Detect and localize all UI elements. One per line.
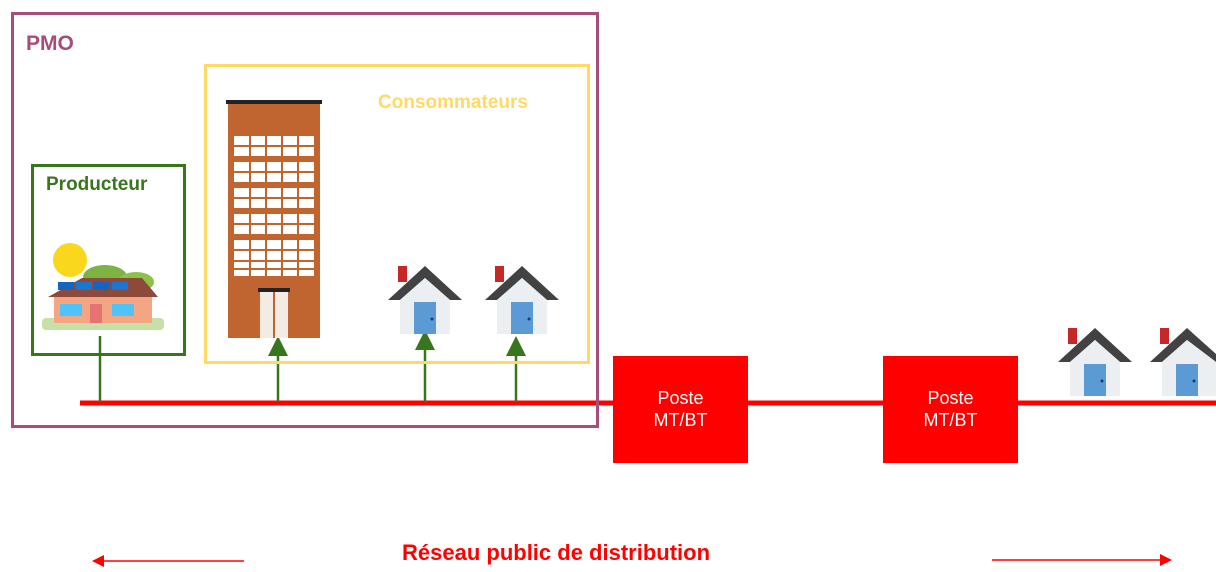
house-icon [1150,328,1216,396]
producteur-boundary [31,164,186,356]
house-icon [388,266,462,334]
poste-label-line2: MT/BT [653,409,708,430]
poste-mt-bt-2: Poste MT/BT [883,356,1018,463]
producteur-label: Producteur [46,174,148,195]
poste-label-line1: Poste [927,387,974,408]
office-building-icon [226,100,322,338]
poste-label-line2: MT/BT [923,409,978,430]
pmo-boundary [11,12,599,428]
pmo-label: PMO [26,32,74,55]
poste-label-line1: Poste [657,387,704,408]
consommateurs-boundary [204,64,590,364]
poste-mt-bt-1: Poste MT/BT [613,356,748,463]
reseau-label: Réseau public de distribution [402,540,711,565]
house-icon [485,266,559,334]
producer-house-icon [42,243,164,330]
house-icon [1058,328,1132,396]
consommateurs-label: Consommateurs [378,92,528,113]
connection-arrows [98,330,526,402]
